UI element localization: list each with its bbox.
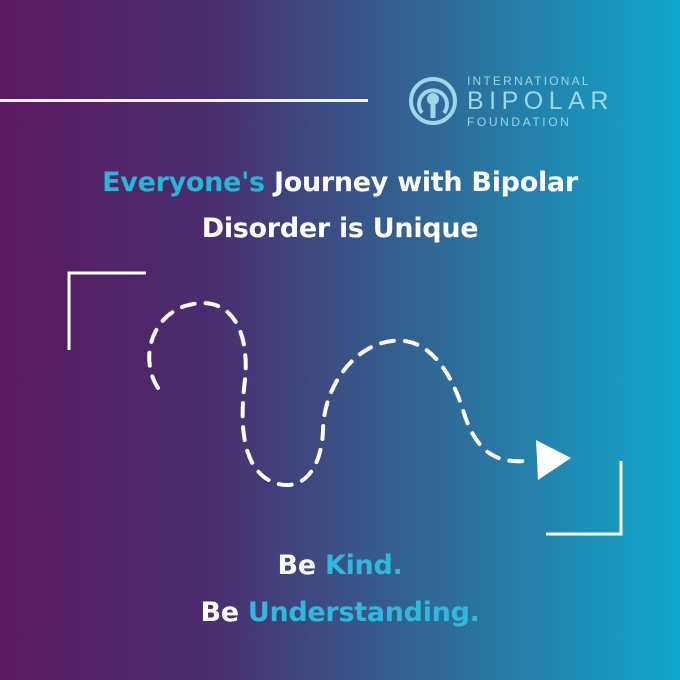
logo-wordmark: INTERNATIONAL BIPOLAR FOUNDATION (467, 75, 614, 128)
tagline-2-accent: Understanding. (247, 597, 480, 628)
dashed-squiggle-arrow-icon (147, 301, 571, 487)
tagline-be-understanding: Be Understanding. (0, 597, 680, 628)
tagline-1-lead: Be (277, 550, 325, 581)
tagline-be-kind: Be Kind. (0, 550, 680, 581)
logo-line-bipolar: BIPOLAR (467, 86, 614, 115)
top-divider-line (0, 99, 368, 102)
headline-line1: Journey with Bipolar (264, 167, 578, 198)
top-left-corner-bracket (67, 271, 146, 350)
logo: INTERNATIONAL BIPOLAR FOUNDATION (407, 72, 617, 130)
logo-line-international: INTERNATIONAL (467, 73, 591, 88)
bottom-right-corner-bracket (546, 461, 623, 536)
tagline-2-lead: Be (200, 597, 248, 628)
logo-line-foundation: FOUNDATION (467, 114, 572, 129)
headline-line2: Disorder is Unique (201, 213, 479, 244)
tagline-1-accent: Kind. (324, 550, 403, 581)
headline: Everyone's Journey with Bipolar Disorder… (40, 160, 640, 252)
headline-accent: Everyone's (102, 167, 265, 198)
ibf-emblem-icon (409, 77, 457, 125)
